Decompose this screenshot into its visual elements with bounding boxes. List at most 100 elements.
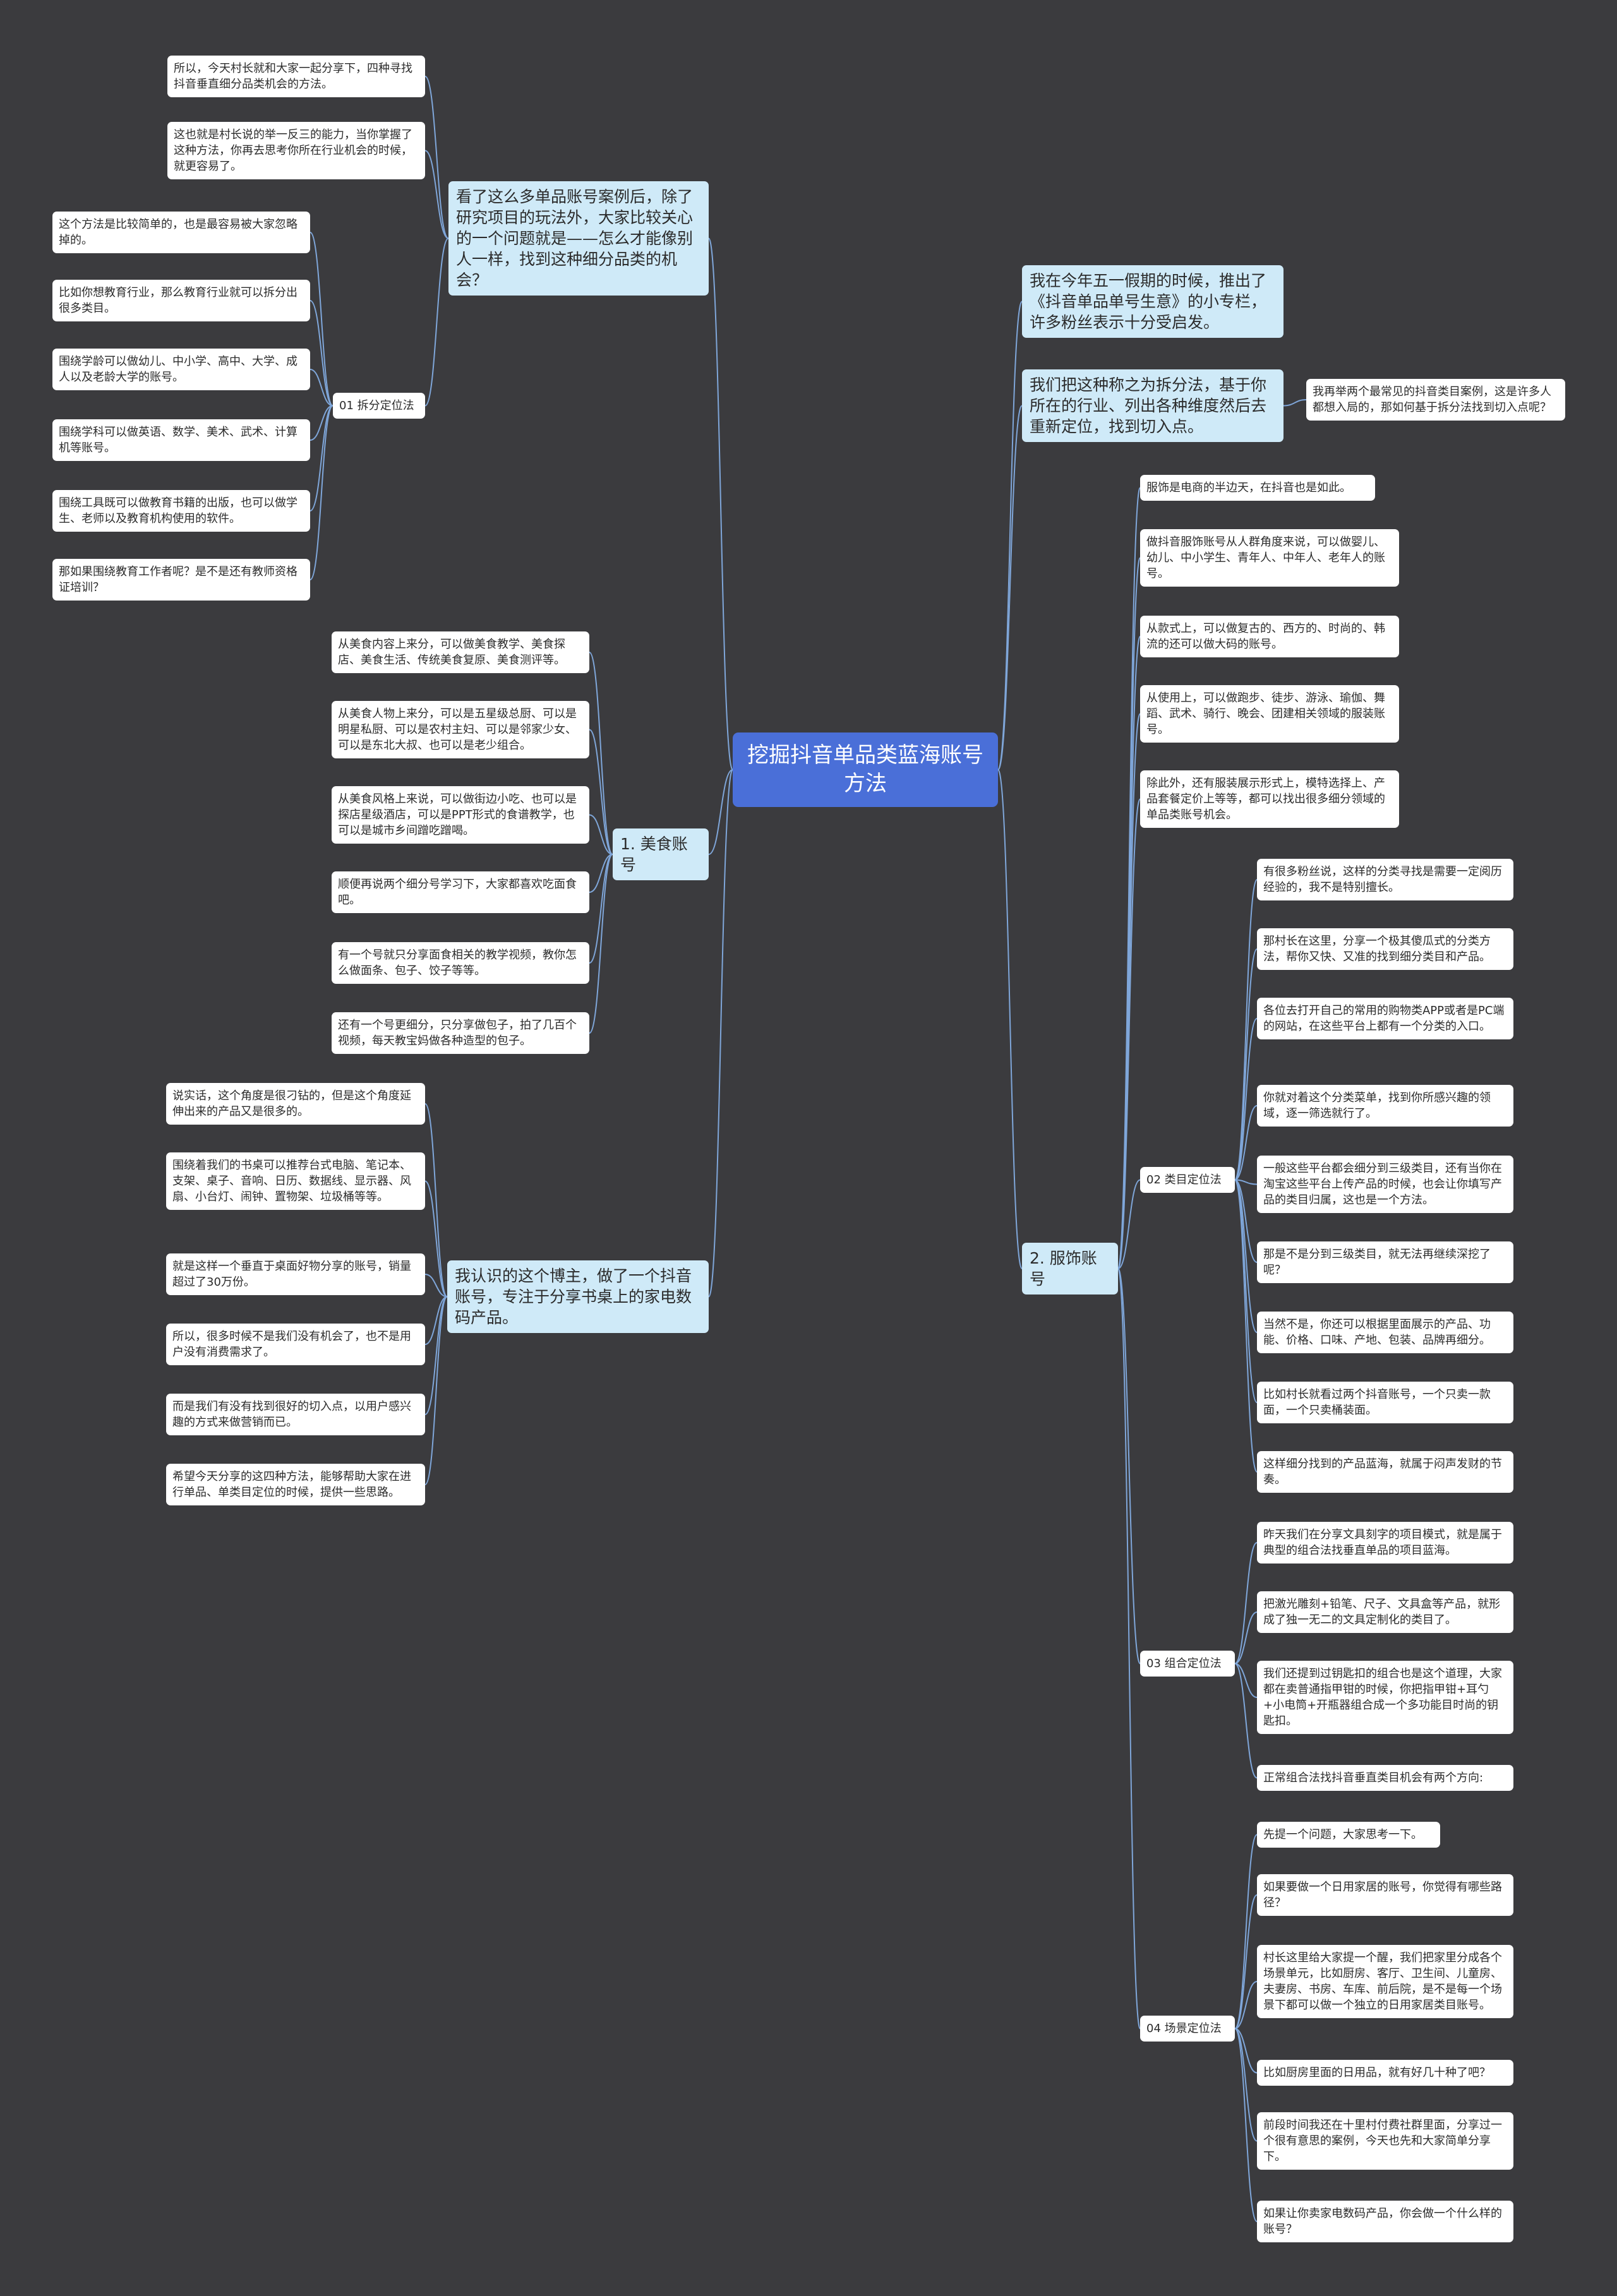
connector-line: [1234, 1542, 1258, 1665]
split-method-leaf[interactable]: 比如你想教育行业，那么教育行业就可以拆分出很多类目。: [52, 280, 310, 321]
connector-line: [424, 1274, 448, 1298]
clothing-account-leaf[interactable]: 从使用上，可以做跑步、徒步、游泳、瑜伽、舞蹈、武术、骑行、晚会、团建相关领域的服…: [1140, 685, 1399, 743]
connector-line: [1117, 1179, 1141, 1269]
split-method-leaf[interactable]: 围绕工具既可以做教育书籍的出版，也可以做学生、老师以及教育机构使用的软件。: [52, 490, 310, 532]
connector-line: [1234, 1179, 1258, 1263]
connector-line: [1117, 1268, 1141, 2030]
connector-line: [310, 405, 334, 580]
connector-line: [1234, 1663, 1258, 1779]
connector-line: [708, 769, 733, 855]
connector-line: [310, 232, 334, 407]
connector-line: [1234, 1834, 1258, 2030]
split-method-leaf[interactable]: 围绕学龄可以做幼儿、中小学、高中、大学、成人以及老龄大学的账号。: [52, 349, 310, 390]
food-account-leaf[interactable]: 有一个号就只分享面食相关的教学视频，教你怎么做面条、包子、饺子等等。: [332, 942, 589, 984]
connector-line: [1117, 1268, 1141, 1665]
subtopic-scene-method[interactable]: 04 场景定位法: [1140, 2016, 1235, 2042]
desk-blogger-leaf[interactable]: 希望今天分享的这四种方法，能够帮助大家在进行单品、单类目定位的时候，提供一些思路…: [166, 1464, 425, 1505]
connector-line: [424, 150, 449, 239]
subtopic-combination-method[interactable]: 03 组合定位法: [1140, 1651, 1235, 1677]
category-method-leaf[interactable]: 你就对着这个分类菜单，找到你所感兴趣的领域，逐一筛选就行了。: [1257, 1085, 1513, 1127]
category-method-leaf[interactable]: 比如村长就看过两个抖音账号，一个只卖一款面，一个只卖桶装面。: [1257, 1382, 1513, 1423]
category-method-leaf[interactable]: 有很多粉丝说，这样的分类寻找是需要一定阅历经验的，我不是特别擅长。: [1257, 859, 1513, 900]
category-method-leaf[interactable]: 一般这些平台都会细分到三级类目，还有当你在淘宝这些平台上传产品的时候，也会让你填…: [1257, 1156, 1513, 1213]
left-branch-desk-blogger[interactable]: 我认识的这个博主，做了一个抖音账号，专注于分享书桌上的家电数码产品。: [447, 1260, 709, 1333]
connector-line: [708, 769, 733, 1298]
connector-line: [310, 300, 334, 407]
connector-line: [1117, 713, 1141, 1269]
combination-method-leaf[interactable]: 我们还提到过钥匙扣的组合也是这个道理，大家都在卖普通指甲钳的时候，你把指甲钳+耳…: [1257, 1661, 1513, 1734]
category-method-leaf[interactable]: 这样细分找到的产品蓝海，就属于闷声发财的节奏。: [1257, 1451, 1513, 1493]
split-method-intro-leaf[interactable]: 我再举两个最常见的抖音类目案例，这是许多人都想入局的，那如何基于拆分法找到切入点…: [1306, 379, 1565, 421]
category-method-leaf[interactable]: 当然不是，你还可以根据里面展示的产品、功能、价格、口味、产地、包装、品牌再细分。: [1257, 1312, 1513, 1353]
split-method-leaf[interactable]: 围绕学科可以做英语、数学、美术、武术、计算机等账号。: [52, 419, 310, 461]
food-account-leaf[interactable]: 从美食内容上来分，可以做美食教学、美食探店、美食生活、传统美食复原、美食测评等。: [332, 631, 589, 673]
subtopic-split-method[interactable]: 01 拆分定位法: [333, 393, 425, 419]
connector-line: [589, 854, 613, 1034]
food-account-leaf[interactable]: 从美食风格上来说，可以做街边小吃、也可以是探店星级酒店，可以是PPT形式的食谱教…: [332, 786, 589, 844]
connector-line: [1234, 1611, 1258, 1665]
split-method-leaf[interactable]: 这个方法是比较简单的，也是最容易被大家忽略掉的。: [52, 212, 310, 253]
subtopic-category-method[interactable]: 02 类目定位法: [1140, 1167, 1235, 1193]
connector-line: [424, 1296, 448, 1485]
clothing-account-leaf[interactable]: 除此外，还有服装展示形式上，模特选择上、产品套餐定价上等等，都可以找出很多细分领…: [1140, 770, 1399, 828]
combination-method-leaf[interactable]: 正常组合法找抖音垂直类目机会有两个方向:: [1257, 1765, 1513, 1791]
combination-method-leaf[interactable]: 昨天我们在分享文具刻字的项目模式，就是属于典型的组合法找垂直单品的项目蓝海。: [1257, 1522, 1513, 1564]
combination-method-leaf[interactable]: 把激光雕刻+铅笔、尺子、文具盒等产品，就形成了独一无二的文具定制化的类目了。: [1257, 1591, 1513, 1633]
connector-line: [1283, 399, 1307, 407]
connector-line: [424, 1180, 448, 1298]
food-account-leaf[interactable]: 还有一个号更细分，只分享做包子，拍了几百个视频，每天教宝妈做各种造型的包子。: [332, 1012, 589, 1054]
connector-line: [997, 405, 1023, 770]
connector-line: [1234, 2028, 1258, 2142]
clothing-account-leaf[interactable]: 服饰是电商的半边天，在抖音也是如此。: [1140, 475, 1375, 501]
connector-line: [310, 369, 334, 407]
connector-line: [997, 769, 1023, 1269]
desk-blogger-leaf[interactable]: 说实话，这个角度是很刁钻的，但是这个角度延伸出来的产品又是很多的。: [166, 1083, 425, 1125]
category-method-leaf[interactable]: 那是不是分到三级类目，就无法再继续深挖了呢？: [1257, 1241, 1513, 1283]
connector-line: [1234, 1179, 1258, 1185]
desk-blogger-leaf[interactable]: 就是这样一个垂直于桌面好物分享的账号，销量超过了30万份。: [166, 1253, 425, 1295]
scene-method-leaf[interactable]: 如果要做一个日用家居的账号，你觉得有哪些路径？: [1257, 1874, 1513, 1916]
left-branch-1[interactable]: 看了这么多单品账号案例后，除了研究项目的玩法外，大家比较关心的一个问题就是——怎…: [448, 181, 709, 296]
left-branch-1-leaf[interactable]: 这也就是村长说的举一反三的能力，当你掌握了这种方法，你再去思考你所在行业机会的时…: [167, 122, 425, 179]
clothing-account-leaf[interactable]: 做抖音服饰账号从人群角度来说，可以做婴儿、幼儿、中小学生、青年人、中年人、老年人…: [1140, 529, 1399, 587]
connector-line: [1234, 2028, 1258, 2074]
category-method-leaf[interactable]: 那村长在这里，分享一个极其傻瓜式的分类方法，帮你又快、又准的找到细分类目和产品。: [1257, 928, 1513, 970]
connector-line: [1234, 1179, 1258, 1403]
connector-line: [1234, 879, 1258, 1181]
scene-method-leaf[interactable]: 先提一个问题，大家思考一下。: [1257, 1822, 1440, 1848]
left-branch-1-leaf[interactable]: 所以，今天村长就和大家一起分享下，四种寻找抖音垂直细分品类机会的方法。: [167, 56, 425, 97]
connector-line: [1234, 1179, 1258, 1473]
connector-line: [589, 854, 613, 964]
scene-method-leaf[interactable]: 前段时间我还在十里村付费社群里面，分享过一个很有意思的案例，今天也先和大家简单分…: [1257, 2112, 1513, 2170]
desk-blogger-leaf[interactable]: 围绕着我们的书桌可以推荐台式电脑、笔记本、支架、桌子、音响、日历、数据线、显示器…: [166, 1152, 425, 1210]
right-branch-clothing-account[interactable]: 2. 服饰账号: [1022, 1243, 1118, 1294]
right-branch-split-method-intro[interactable]: 我们把这种称之为拆分法，基于你所在的行业、列出各种维度然后去重新定位，找到切入点…: [1022, 369, 1283, 442]
connector-line: [424, 1296, 448, 1345]
connector-line: [589, 729, 613, 855]
connector-line: [310, 405, 334, 441]
food-account-leaf[interactable]: 从美食人物上来分，可以是五星级总厨、可以是明星私厨、可以是农村主妇、可以是邻家少…: [332, 701, 589, 758]
connector-line: [1234, 1018, 1258, 1181]
root-topic[interactable]: 挖掘抖音单品类蓝海账号方法: [733, 732, 998, 807]
connector-line: [310, 405, 334, 511]
category-method-leaf[interactable]: 各位去打开自己的常用的购物类APP或者是PC端的网站，在这些平台上都有一个分类的…: [1257, 998, 1513, 1039]
connector-line: [589, 854, 613, 893]
connector-line: [1234, 2028, 1258, 2222]
desk-blogger-leaf[interactable]: 所以，很多时候不是我们没有机会了，也不是用户没有消费需求了。: [166, 1324, 425, 1365]
connector-line: [424, 1103, 448, 1298]
scene-method-leaf[interactable]: 如果让你卖家电数码产品，你会做一个什么样的账号？: [1257, 2201, 1513, 2242]
scene-method-leaf[interactable]: 比如厨房里面的日用品，就有好几十种了吧？: [1257, 2060, 1513, 2086]
right-branch-column-intro[interactable]: 我在今年五一假期的时候，推出了《抖音单品单号生意》的小专栏，许多粉丝表示十分受启…: [1022, 265, 1283, 338]
scene-method-leaf[interactable]: 村长这里给大家提一个醒，我们把家里分成各个场景单元，比如厨房、客厅、卫生间、儿童…: [1257, 1945, 1513, 2018]
connector-line: [1234, 1981, 1258, 2030]
desk-blogger-leaf[interactable]: 而是我们有没有找到很好的切入点，以用户感兴趣的方式来做营销而已。: [166, 1394, 425, 1435]
connector-line: [997, 301, 1023, 770]
clothing-account-leaf[interactable]: 从款式上，可以做复古的、西方的、时尚的、韩流的还可以做大码的账号。: [1140, 616, 1399, 657]
split-method-leaf[interactable]: 那如果围绕教育工作者呢？是不是还有教师资格证培训？: [52, 559, 310, 601]
left-branch-food-account[interactable]: 1. 美食账号: [613, 828, 709, 880]
food-account-leaf[interactable]: 顺便再说两个细分号学习下，大家都喜欢吃面食吧。: [332, 871, 589, 913]
connector-line: [589, 652, 613, 855]
connector-line: [1234, 1894, 1258, 2030]
